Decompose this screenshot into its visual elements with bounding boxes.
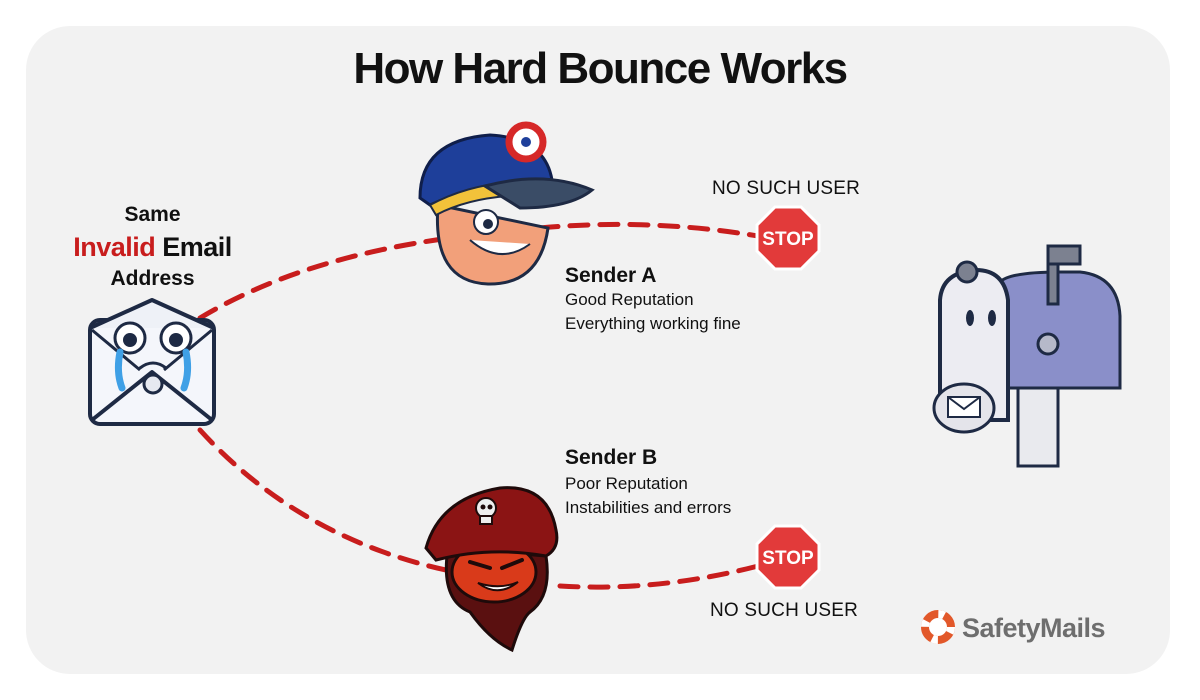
- lifebuoy-icon: [921, 610, 955, 644]
- path-sender-a-to-stop: [537, 221, 761, 239]
- stop-sign-icon-top: STOP: [755, 205, 821, 271]
- brand-logo: SafetyMails: [920, 610, 1106, 646]
- invalid-word: Invalid: [73, 232, 156, 262]
- sender-b-name: Sender B: [565, 446, 658, 469]
- bounce-label-top: NO SUCH USER: [712, 178, 861, 199]
- label-line-invalid-email: Invalid Email: [60, 230, 245, 264]
- sender-a-reputation: Good Reputation: [565, 290, 694, 309]
- sender-a-status: Everything working fine: [565, 314, 741, 333]
- bounce-label-bottom: NO SUCH USER: [710, 600, 859, 621]
- brand-name: SafetyMails: [962, 612, 1106, 643]
- stop-sign-icon-bottom: STOP: [755, 524, 821, 590]
- stop-sign-text-bottom: STOP: [762, 548, 814, 569]
- label-line-address: Address: [110, 267, 195, 290]
- path-to-sender-b: [197, 427, 458, 575]
- mailbox-icon: [932, 244, 1122, 468]
- sailor-mascot-icon: [418, 121, 595, 286]
- sender-a-name: Sender A: [565, 264, 657, 287]
- invalid-address-label: Same Invalid Email Address: [60, 200, 245, 294]
- path-to-sender-a: [197, 235, 453, 321]
- sender-b-status: Instabilities and errors: [565, 498, 732, 517]
- diagram-title: How Hard Bounce Works: [353, 44, 848, 93]
- stop-sign-text-top: STOP: [762, 229, 814, 250]
- email-word: Email: [162, 232, 232, 262]
- sad-envelope-icon: [88, 298, 216, 426]
- path-sender-b-to-stop: [557, 562, 765, 590]
- label-line-same: Same: [124, 203, 181, 226]
- sender-b-reputation: Poor Reputation: [565, 474, 688, 493]
- pirate-mascot-icon: [424, 486, 559, 653]
